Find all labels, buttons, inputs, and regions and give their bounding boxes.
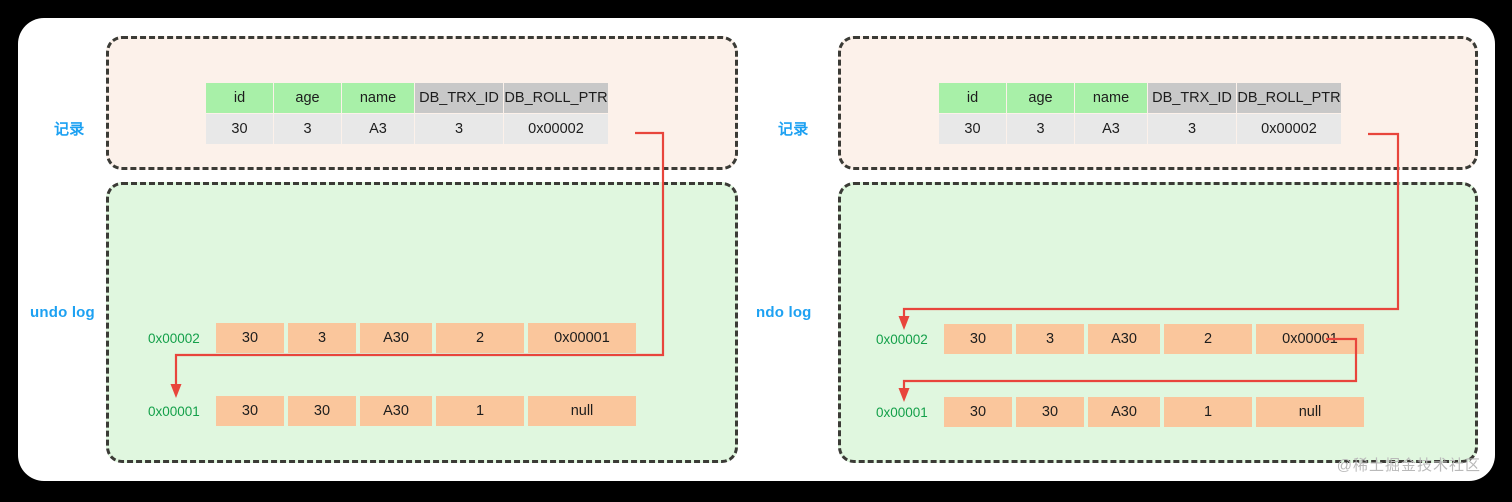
- value-cell-db-trx-id: 3: [1148, 114, 1236, 144]
- header-cell-id: id: [939, 83, 1006, 113]
- undo-cell-age: 30: [1016, 397, 1084, 427]
- header-cell-name: name: [1075, 83, 1147, 113]
- value-cell-db-roll-ptr: 0x00002: [1237, 114, 1341, 144]
- undo-entry-address: 0x00002: [148, 330, 200, 346]
- undo-cell-db-trx-id: 2: [1164, 324, 1252, 354]
- undo-cell-id: 30: [944, 397, 1012, 427]
- header-cell-db-roll-ptr: DB_ROLL_PTR: [1237, 83, 1341, 113]
- undo-cell-name: A30: [360, 323, 432, 353]
- value-cell-db-roll-ptr: 0x00002: [504, 114, 608, 144]
- undo-log-section-label-right: ndo log: [756, 304, 812, 321]
- undo-cell-db-roll-ptr: null: [1256, 397, 1364, 427]
- record-table-right: id age name DB_TRX_ID DB_ROLL_PTR 30 3 A…: [938, 82, 1342, 145]
- undo-cell-db-trx-id: 2: [436, 323, 524, 353]
- undo-cell-db-roll-ptr: 0x00001: [1256, 324, 1364, 354]
- undo-cell-age: 3: [288, 323, 356, 353]
- undo-entry-cells: 30 30 A30 1 null: [216, 396, 636, 426]
- undo-cell-db-roll-ptr: null: [528, 396, 636, 426]
- header-cell-age: age: [274, 83, 341, 113]
- value-cell-id: 30: [939, 114, 1006, 144]
- header-cell-id: id: [206, 83, 273, 113]
- undo-cell-age: 30: [288, 396, 356, 426]
- header-cell-db-trx-id: DB_TRX_ID: [1148, 83, 1236, 113]
- undo-log-entry-0x00002-left: 0x00002 30 3 A30 2 0x00001: [148, 323, 636, 353]
- undo-cell-id: 30: [944, 324, 1012, 354]
- table-row: 30 3 A3 3 0x00002: [206, 114, 608, 144]
- table-header-row: id age name DB_TRX_ID DB_ROLL_PTR: [939, 83, 1341, 113]
- undo-cell-name: A30: [1088, 397, 1160, 427]
- undo-cell-name: A30: [1088, 324, 1160, 354]
- undo-entry-cells: 30 3 A30 2 0x00001: [216, 323, 636, 353]
- table-row: 30 3 A3 3 0x00002: [939, 114, 1341, 144]
- undo-cell-age: 3: [1016, 324, 1084, 354]
- table-header-row: id age name DB_TRX_ID DB_ROLL_PTR: [206, 83, 608, 113]
- undo-log-entry-0x00001-left: 0x00001 30 30 A30 1 null: [148, 396, 636, 426]
- value-cell-name: A3: [1075, 114, 1147, 144]
- undo-cell-id: 30: [216, 323, 284, 353]
- mvcc-panel-left: 记录 undo log id age name DB_TRX_ID DB_ROL…: [18, 18, 756, 481]
- header-cell-age: age: [1007, 83, 1074, 113]
- undo-cell-db-trx-id: 1: [436, 396, 524, 426]
- undo-log-entry-0x00002-right: 0x00002 30 3 A30 2 0x00001: [876, 324, 1364, 354]
- undo-log-entry-0x00001-right: 0x00001 30 30 A30 1 null: [876, 397, 1364, 427]
- header-cell-db-trx-id: DB_TRX_ID: [415, 83, 503, 113]
- record-section-label-left: 记录: [54, 121, 85, 138]
- value-cell-age: 3: [1007, 114, 1074, 144]
- header-cell-name: name: [342, 83, 414, 113]
- header-cell-db-roll-ptr: DB_ROLL_PTR: [504, 83, 608, 113]
- undo-entry-address: 0x00001: [876, 404, 928, 420]
- undo-cell-name: A30: [360, 396, 432, 426]
- undo-log-section-label-left: undo log: [30, 304, 95, 321]
- undo-entry-cells: 30 3 A30 2 0x00001: [944, 324, 1364, 354]
- mvcc-panel-right: 记录 ndo log id age name DB_TRX_ID DB_ROLL…: [738, 18, 1478, 481]
- value-cell-id: 30: [206, 114, 273, 144]
- record-section-label-right: 记录: [778, 121, 809, 138]
- value-cell-age: 3: [274, 114, 341, 144]
- value-cell-db-trx-id: 3: [415, 114, 503, 144]
- undo-cell-id: 30: [216, 396, 284, 426]
- watermark: @稀土掘金技术社区: [1336, 457, 1481, 474]
- undo-entry-address: 0x00002: [876, 331, 928, 347]
- undo-entry-cells: 30 30 A30 1 null: [944, 397, 1364, 427]
- record-table-left: id age name DB_TRX_ID DB_ROLL_PTR 30 3 A…: [205, 82, 609, 145]
- white-card: 记录 undo log id age name DB_TRX_ID DB_ROL…: [18, 18, 1495, 481]
- undo-cell-db-roll-ptr: 0x00001: [528, 323, 636, 353]
- undo-entry-address: 0x00001: [148, 403, 200, 419]
- undo-cell-db-trx-id: 1: [1164, 397, 1252, 427]
- value-cell-name: A3: [342, 114, 414, 144]
